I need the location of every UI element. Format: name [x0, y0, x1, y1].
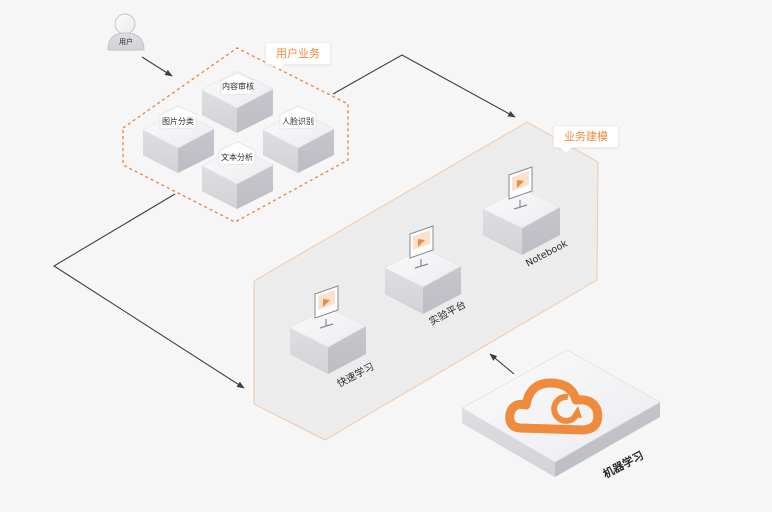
services-to-modeling-arrow	[332, 54, 516, 118]
tool-notebook: Notebook	[482, 166, 570, 269]
user-label: 用户	[119, 37, 133, 46]
service-label: 文本分析	[221, 152, 253, 162]
machine-learning-platform: 机器学习	[461, 349, 661, 481]
service-label: 人脸识别	[282, 116, 314, 126]
user-business-boundary	[122, 47, 349, 223]
cloud-refresh-icon	[505, 378, 603, 435]
modeling-to-fastlearn-arrow	[52, 193, 245, 389]
monitor-icon	[508, 166, 533, 210]
service-box-content-review: 内容审核	[201, 70, 274, 133]
service-box-image-classification: 图片分类	[142, 105, 215, 173]
business-modeling-tag: 业务建模	[553, 125, 619, 153]
connectors	[52, 54, 516, 389]
service-box-text-analysis: 文本分析	[201, 141, 274, 209]
service-label: 图片分类	[162, 116, 194, 126]
user-to-services-arrow	[141, 56, 173, 77]
monitor-icon	[409, 225, 434, 269]
service-box-face-recognition: 人脸识别	[262, 105, 335, 173]
user-business-tag: 用户业务	[265, 42, 331, 70]
monitor-icon	[314, 285, 339, 329]
user-icon: 用户	[107, 13, 145, 51]
ml-to-modeling-arrow	[489, 353, 515, 375]
service-label: 内容审核	[222, 81, 254, 91]
machine-learning-label: 机器学习	[600, 448, 645, 481]
